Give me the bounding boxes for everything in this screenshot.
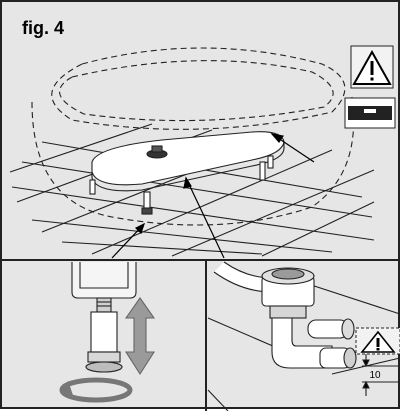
warning-triangle-icon <box>350 45 394 89</box>
waste-trap-panel <box>207 261 400 411</box>
figure-label: fig. 4 <box>22 18 65 38</box>
rotation-arrow-icon <box>59 377 133 403</box>
warning-triangle-icon-small <box>355 327 400 355</box>
pointer-arrows <box>111 133 315 259</box>
dimension-label: 10 <box>369 370 381 381</box>
spirit-level-icon <box>344 97 396 129</box>
adjustable-foot-panel <box>59 262 156 403</box>
bathtub-panel <box>9 47 375 259</box>
tray-legs <box>89 155 274 215</box>
height-adjust-arrow-icon <box>124 297 156 376</box>
bathtub-outline <box>31 47 355 226</box>
